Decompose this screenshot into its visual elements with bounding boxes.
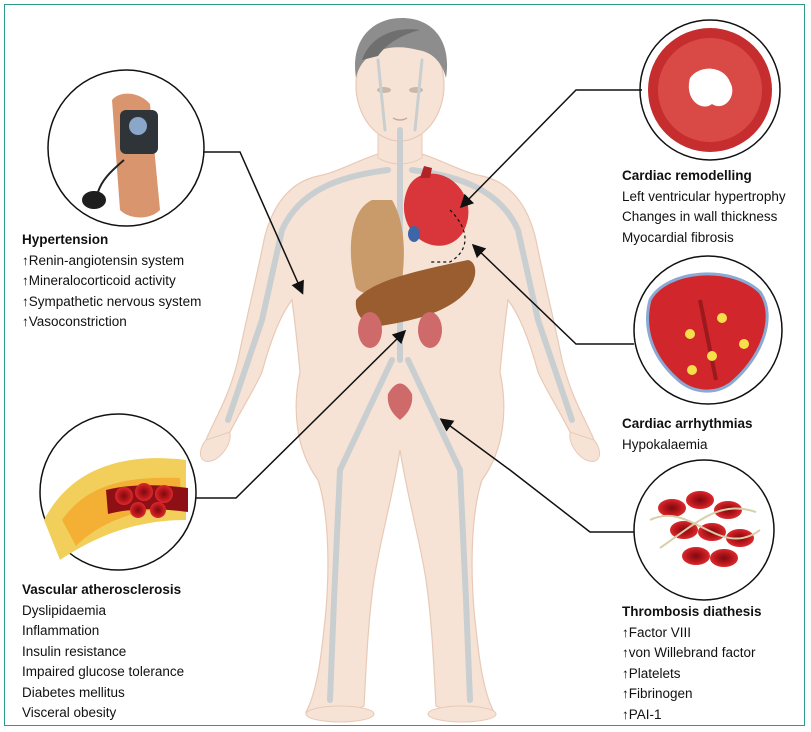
thrombosis-item: ↑von Willebrand factor [622, 643, 762, 664]
hypertension-item: ↑Sympathetic nervous system [22, 292, 201, 313]
atherosclerosis-title: Vascular atherosclerosis [22, 580, 184, 601]
blood-clot-icon [634, 460, 774, 600]
atherosclerosis-item: Insulin resistance [22, 642, 184, 663]
atherosclerosis-item: Dyslipidaemia [22, 601, 184, 622]
thrombosis-item: ↑PAI-1 [622, 705, 762, 726]
arrhythmias-panel: Cardiac arrhythmias Hypokalaemia [622, 414, 753, 455]
remodelling-item: Myocardial fibrosis [622, 228, 786, 249]
artery-plaque-icon [40, 414, 196, 570]
hypertension-title: Hypertension [22, 230, 201, 251]
atherosclerosis-item: Impaired glucose tolerance [22, 662, 184, 683]
arrhythmias-title: Cardiac arrhythmias [622, 414, 753, 435]
sphygmomanometer-icon [48, 70, 204, 226]
hypertension-panel: Hypertension ↑Renin-angiotensin system ↑… [22, 230, 201, 333]
thrombosis-title: Thrombosis diathesis [622, 602, 762, 623]
atherosclerosis-item: Visceral obesity [22, 703, 184, 724]
thrombosis-item: ↑Factor VIII [622, 623, 762, 644]
arrhythmias-item: Hypokalaemia [622, 435, 753, 456]
heart-cross-section-icon [640, 20, 780, 160]
thrombosis-item: ↑Fibrinogen [622, 684, 762, 705]
hypertension-item: ↑Renin-angiotensin system [22, 251, 201, 272]
human-body [200, 18, 599, 722]
remodelling-title: Cardiac remodelling [622, 166, 786, 187]
remodelling-panel: Cardiac remodelling Left ventricular hyp… [622, 166, 786, 248]
atherosclerosis-panel: Vascular atherosclerosis Dyslipidaemia I… [22, 580, 184, 724]
hypertension-item: ↑Vasoconstriction [22, 312, 201, 333]
thrombosis-panel: Thrombosis diathesis ↑Factor VIII ↑von W… [622, 602, 762, 725]
thrombosis-item: ↑Platelets [622, 664, 762, 685]
remodelling-item: Changes in wall thickness [622, 207, 786, 228]
atherosclerosis-item: Diabetes mellitus [22, 683, 184, 704]
hypertension-item: ↑Mineralocorticoid activity [22, 271, 201, 292]
heart-arrhythmia-icon [634, 256, 782, 404]
remodelling-item: Left ventricular hypertrophy [622, 187, 786, 208]
atherosclerosis-item: Inflammation [22, 621, 184, 642]
